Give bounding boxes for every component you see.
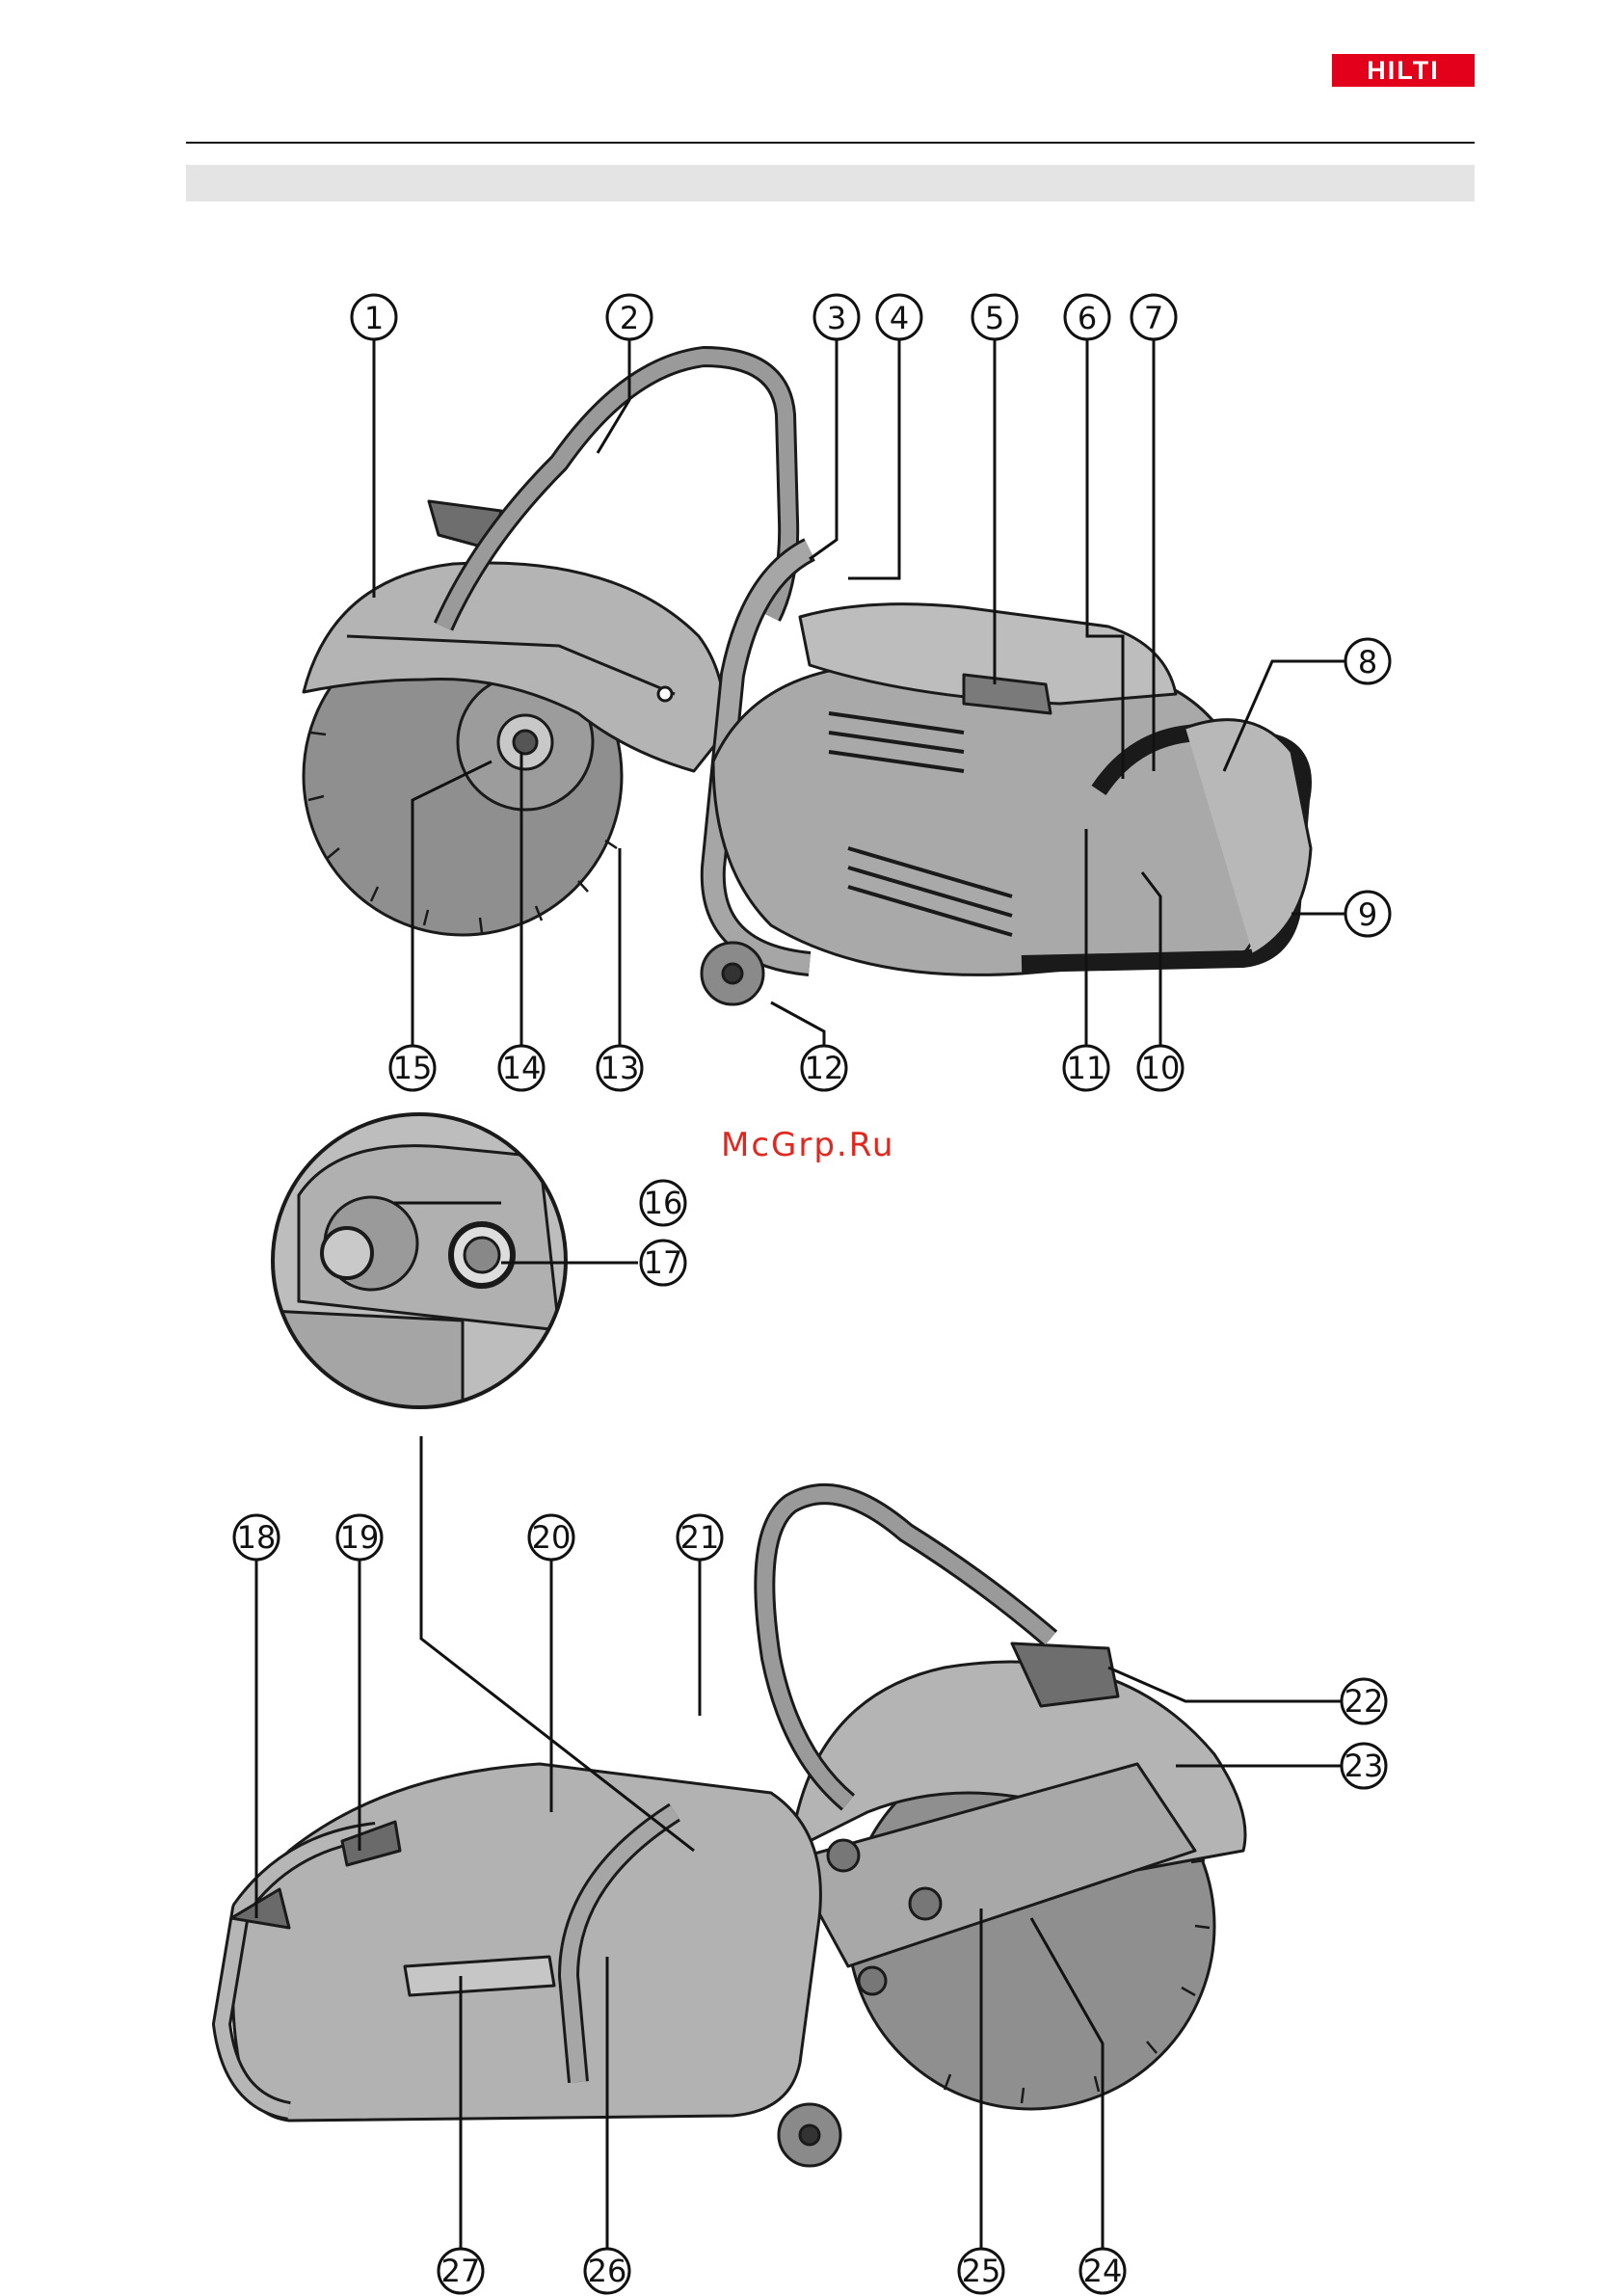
callout-22: 22 — [1342, 1679, 1386, 1723]
svg-text:19: 19 — [340, 1519, 380, 1556]
svg-text:10: 10 — [1141, 1050, 1181, 1086]
callout-8: 8 — [1345, 639, 1390, 683]
svg-text:11: 11 — [1067, 1050, 1106, 1086]
svg-text:24: 24 — [1083, 2253, 1123, 2289]
svg-text:8: 8 — [1358, 644, 1377, 681]
callout-2: 2 — [607, 295, 652, 339]
callout-17: 17 — [641, 1241, 685, 1285]
callout-27: 27 — [439, 2249, 483, 2293]
callout-5: 5 — [972, 295, 1017, 339]
callout-9: 9 — [1345, 892, 1390, 936]
svg-text:27: 27 — [441, 2253, 481, 2289]
svg-text:7: 7 — [1144, 300, 1163, 336]
svg-text:12: 12 — [805, 1050, 844, 1086]
svg-text:22: 22 — [1344, 1683, 1384, 1720]
svg-text:6: 6 — [1078, 300, 1097, 336]
callout-25: 25 — [959, 2249, 1003, 2293]
svg-text:1: 1 — [364, 300, 384, 336]
svg-text:5: 5 — [985, 300, 1004, 336]
callout-21: 21 — [678, 1515, 722, 1560]
callout-14: 14 — [499, 1046, 544, 1090]
callout-3: 3 — [814, 295, 859, 339]
svg-text:26: 26 — [588, 2253, 627, 2289]
svg-text:15: 15 — [393, 1050, 433, 1086]
callout-4: 4 — [877, 295, 921, 339]
svg-text:14: 14 — [502, 1050, 542, 1086]
callout-15: 15 — [390, 1046, 435, 1090]
callout-18: 18 — [234, 1515, 279, 1560]
callout-11: 11 — [1064, 1046, 1108, 1090]
svg-text:21: 21 — [680, 1519, 720, 1556]
svg-text:18: 18 — [237, 1519, 277, 1556]
callout-12: 12 — [802, 1046, 846, 1090]
svg-text:2: 2 — [620, 300, 639, 336]
svg-text:13: 13 — [600, 1050, 640, 1086]
callout-19: 19 — [337, 1515, 382, 1560]
callout-13: 13 — [598, 1046, 642, 1090]
svg-text:16: 16 — [644, 1185, 683, 1221]
callout-23: 23 — [1342, 1744, 1386, 1788]
callout-26: 26 — [585, 2249, 629, 2293]
callout-16: 16 — [641, 1181, 685, 1225]
svg-text:3: 3 — [827, 300, 846, 336]
svg-text:20: 20 — [532, 1519, 572, 1556]
callout-10: 10 — [1138, 1046, 1183, 1090]
callout-24: 24 — [1080, 2249, 1125, 2293]
callout-7: 7 — [1131, 295, 1176, 339]
lower-engine-housing — [233, 1764, 821, 2121]
callout-6: 6 — [1065, 295, 1109, 339]
callout-1: 1 — [352, 295, 396, 339]
svg-text:25: 25 — [962, 2253, 1001, 2289]
lower-saw-drawing — [222, 1494, 1245, 2166]
svg-text:23: 23 — [1344, 1748, 1384, 1784]
svg-text:17: 17 — [644, 1244, 683, 1281]
callout-20: 20 — [529, 1515, 573, 1560]
svg-text:9: 9 — [1358, 896, 1377, 933]
svg-text:4: 4 — [890, 300, 909, 336]
watermark-text: McGrp.Ru — [721, 1126, 894, 1164]
